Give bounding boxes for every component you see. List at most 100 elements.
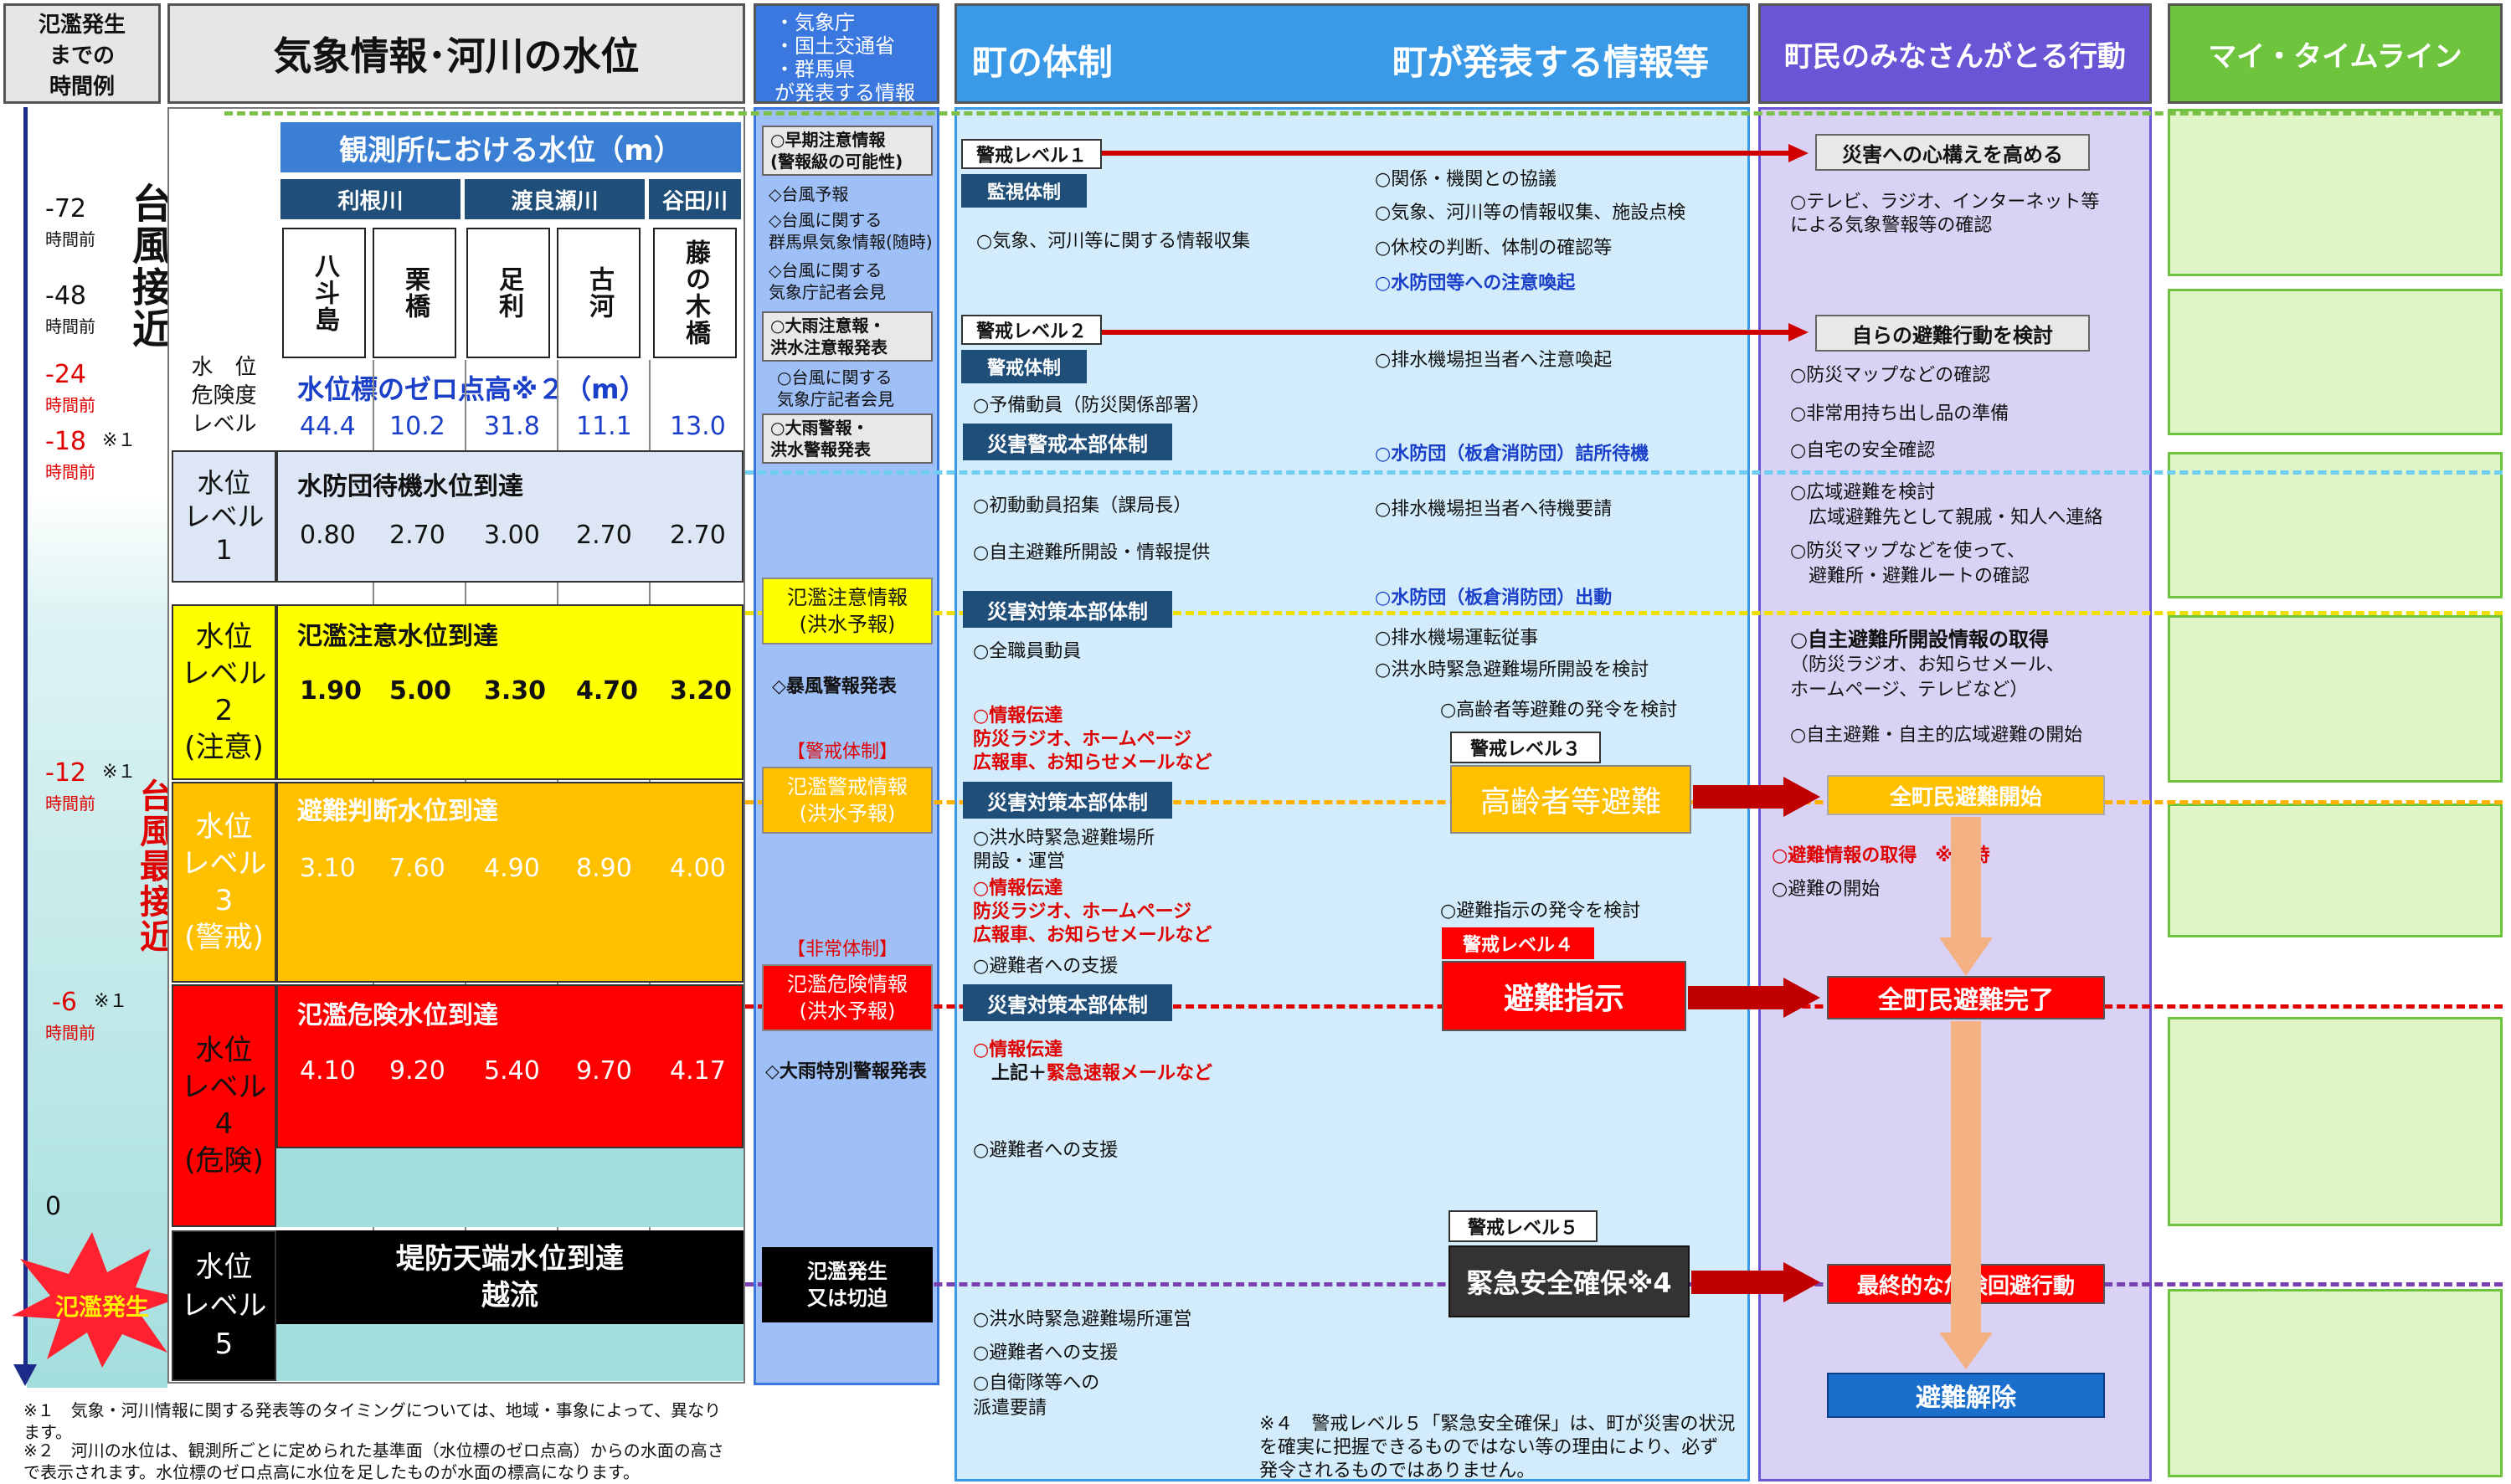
down-arrow-shaft xyxy=(1951,817,1981,942)
level1-row xyxy=(276,450,744,583)
station-fujinokibashi: 藤の木橋 xyxy=(653,228,737,358)
town-i7: ○排水機場担当者へ待機要請 xyxy=(1375,499,1613,520)
town-i3: ○休校の判断、体制の確認等 xyxy=(1375,238,1613,259)
alert-level-3: 警戒レベル３ xyxy=(1450,732,1601,763)
heavy-rain-warning[interactable]: ○大雨警報・ 洪水警報発表 xyxy=(762,413,933,464)
special-warning: ◇大雨特別警報発表 xyxy=(765,1061,927,1082)
zero-value: 44.4 xyxy=(300,412,356,441)
flood-caution-info[interactable]: 氾濫注意情報 (洪水予報) xyxy=(762,578,933,644)
alert-system-town: 警戒体制 xyxy=(961,350,1087,383)
level2-label: 水位 レベル 2 (注意) xyxy=(172,604,276,780)
river-tone: 利根川 xyxy=(280,179,461,219)
line-level1 xyxy=(745,470,2503,475)
arrow-r2-head xyxy=(1788,323,1809,341)
time-48: -48 xyxy=(45,281,86,311)
resident-r4: ○自主避難所開設情報の取得 xyxy=(1790,628,2049,651)
alert-level-5: 警戒レベル５ xyxy=(1448,1210,1598,1242)
note-1: ※１ xyxy=(102,762,136,783)
flood-burst-star xyxy=(12,1232,181,1368)
town-info-3b-text: 上記＋ xyxy=(991,1063,1047,1084)
typhoon-press-2: ○台風に関する 気象庁記者会見 xyxy=(777,367,894,409)
time-col-header: 氾濫発生 までの 時間例 xyxy=(3,3,161,104)
line-green xyxy=(224,111,2502,116)
resident-r2b: ○非常用持ち出し品の準備 xyxy=(1790,403,2009,424)
typhoon-forecast: ◇台風予報 xyxy=(769,184,849,204)
time-unit: 時間前 xyxy=(45,1023,95,1043)
agency-header: ・気象庁 ・国土交通省 ・群馬県 が発表する情報 xyxy=(754,3,939,105)
town-info-title: 町が発表する情報等 xyxy=(1392,42,1710,83)
arrow-r7-line xyxy=(1691,1271,1785,1294)
my-timeline-cell[interactable] xyxy=(2168,1289,2503,1477)
my-timeline-cell[interactable] xyxy=(2168,109,2503,276)
level1-val: 0.80 xyxy=(300,521,356,550)
arrow-r5-line xyxy=(1693,785,1785,809)
disaster-hq-1: 災害対策本部体制 xyxy=(963,591,1172,628)
my-timeline-cell[interactable] xyxy=(2168,1017,2503,1226)
disaster-hq-2: 災害対策本部体制 xyxy=(963,782,1172,819)
zero-value: 13.0 xyxy=(670,412,726,441)
town-m8: ○避難者への支援 xyxy=(973,1140,1119,1161)
heavy-rain-advisory[interactable]: ○大雨注意報・ 洪水注意報発表 xyxy=(762,311,933,362)
all-residents-evac-start: 全町民避難開始 xyxy=(1827,775,2105,815)
arrow-r7-head xyxy=(1783,1262,1820,1302)
my-timeline-cell[interactable] xyxy=(2168,289,2503,435)
resident-r2c: ○自宅の安全確認 xyxy=(1790,440,1936,461)
town-m9: ○洪水時緊急避難場所運営 xyxy=(973,1309,1192,1330)
level1-val: 3.00 xyxy=(484,521,540,550)
resident-r1a: ○テレビ、ラジオ、インターネット等 による気象警報等の確認 xyxy=(1790,192,2100,236)
resident-r3a: ○広域避難を検討 広域避難先として親戚・知人へ連絡 xyxy=(1790,482,2103,528)
station-koga: 古河 xyxy=(557,228,641,358)
level2-row xyxy=(276,604,744,780)
down-arrow-shaft xyxy=(1951,1304,1981,1338)
emergency-system: 【非常体制】 xyxy=(787,939,898,960)
resident-r2a: ○防災マップなどの確認 xyxy=(1790,365,1991,386)
time-0: 0 xyxy=(45,1192,62,1221)
town-info-1: ○情報伝達 防災ラジオ、ホームページ 広報車、お知らせメールなど xyxy=(973,706,1212,773)
resident-r2: 自らの避難行動を検討 xyxy=(1815,315,2090,352)
arrow-r5-head xyxy=(1783,777,1820,817)
evacuation-order: 避難指示 xyxy=(1442,961,1686,1031)
zero-value: 10.2 xyxy=(389,412,445,441)
risk-level-label: 水 位 危険度 レベル xyxy=(191,355,257,437)
level2-val: 5.00 xyxy=(389,676,452,706)
level1-label: 水位 レベル 1 xyxy=(172,450,276,583)
early-warning[interactable]: ○早期注意情報 (警報級の可能性) xyxy=(762,126,933,176)
my-timeline-cell[interactable] xyxy=(2168,804,2503,937)
level2-val: 3.20 xyxy=(670,676,733,706)
town-info-3c-text: 緊急速報メールなど xyxy=(1047,1063,1213,1084)
time-unit: 時間前 xyxy=(45,462,95,482)
footnote-2: ※２ 河川の水位は、観測所ごとに定められた基準面（水位標のゼロ点高）からの水面の… xyxy=(23,1440,724,1482)
level3-row xyxy=(276,782,744,983)
monitor-system: 監視体制 xyxy=(961,174,1087,208)
down-arrow-head xyxy=(1939,1333,1993,1369)
my-timeline-cell[interactable] xyxy=(2168,452,2503,598)
zero-point-label: 水位標のゼロ点高※２（m） xyxy=(297,368,646,407)
flood-occurrence[interactable]: 氾濫発生 又は切迫 xyxy=(762,1247,933,1322)
flood-alert-info[interactable]: 氾濫警戒情報 (洪水予報) xyxy=(762,767,933,834)
time-unit: 時間前 xyxy=(45,395,95,415)
typhoon-closest: 台風最接近 xyxy=(134,778,172,954)
storm-warning: ◇暴風警報発表 xyxy=(772,676,897,697)
disaster-hq-3: 災害対策本部体制 xyxy=(963,984,1172,1021)
level4-label: 水位 レベル 4 (危険) xyxy=(172,984,276,1227)
time-unit: 時間前 xyxy=(45,316,95,336)
town-info-3a: ○情報伝達 xyxy=(973,1040,1063,1060)
level3-val: 4.00 xyxy=(670,854,726,883)
level5-title: 堤防天端水位到達 越流 xyxy=(276,1230,744,1324)
level5-gap xyxy=(276,1324,744,1381)
level4-gap xyxy=(276,1148,744,1227)
level3-label: 水位 レベル 3 (警戒) xyxy=(172,782,276,983)
my-timeline-cell[interactable] xyxy=(2168,615,2503,783)
down-arrow-shaft xyxy=(1951,1021,1981,1306)
level2-title: 氾濫注意水位到達 xyxy=(297,622,498,651)
town-m2: ○予備動員（防災関係部署） xyxy=(973,395,1211,416)
zero-value: 31.8 xyxy=(484,412,540,441)
level5-label-bg xyxy=(172,1230,276,1381)
flood-danger-info[interactable]: 氾濫危険情報 (洪水予報) xyxy=(762,964,933,1031)
zero-value: 11.1 xyxy=(576,412,632,441)
station-ashikaga: 足利 xyxy=(466,228,550,358)
level3-val: 7.60 xyxy=(389,854,445,883)
resident-r5b: ○避難の開始 xyxy=(1772,879,1881,900)
town-m6: ○洪水時緊急避難場所 開設・運営 xyxy=(973,828,1155,872)
water-banner: 観測所における水位（m） xyxy=(280,122,741,172)
